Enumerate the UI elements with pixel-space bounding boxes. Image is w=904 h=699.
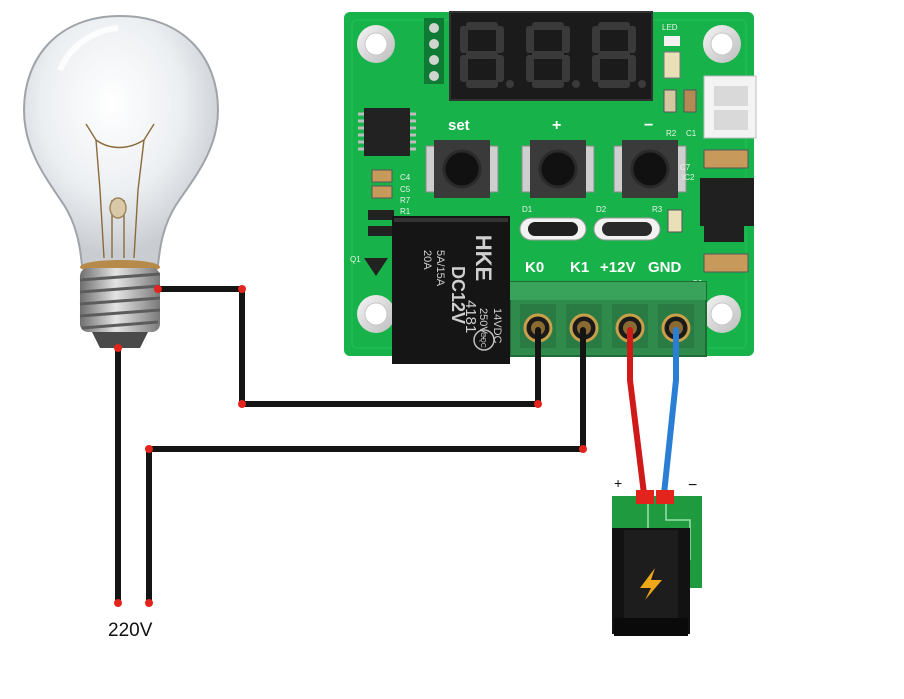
wire-nodes bbox=[114, 285, 587, 607]
terminal-label-k1: K1 bbox=[570, 259, 589, 276]
relay-cert-mark bbox=[473, 329, 495, 351]
component-label: C5 bbox=[400, 185, 411, 194]
set-button-label: set bbox=[448, 117, 470, 134]
plus-button[interactable]: + bbox=[521, 117, 595, 198]
terminal-block bbox=[509, 281, 707, 357]
diode-d2 bbox=[593, 217, 661, 241]
display-digit bbox=[460, 22, 514, 88]
jack-pad-negative bbox=[656, 490, 674, 504]
mounting-hole-bl bbox=[357, 295, 395, 333]
wire-k1-to-mains bbox=[146, 327, 586, 606]
sensor-connector bbox=[703, 75, 757, 139]
minus-button-label: − bbox=[644, 117, 653, 134]
diode-d1 bbox=[519, 217, 587, 241]
lightning-icon bbox=[640, 568, 662, 600]
wires bbox=[115, 286, 679, 606]
power-jack: + − bbox=[612, 475, 702, 636]
relay-spec: 14VDC bbox=[491, 308, 503, 344]
mounting-hole-tl bbox=[357, 25, 395, 63]
component-label: R3 bbox=[652, 205, 663, 214]
pin-header bbox=[424, 18, 444, 84]
mounting-hole-tr bbox=[703, 25, 741, 63]
relay-spec: 250V~ bbox=[477, 308, 489, 340]
bulb-glass bbox=[22, 14, 220, 267]
wire-positive bbox=[627, 327, 647, 497]
relay-spec: 20A bbox=[421, 250, 433, 270]
smd-resistor bbox=[663, 51, 681, 79]
smd-components bbox=[364, 89, 754, 276]
minus-button[interactable]: − bbox=[613, 117, 687, 198]
display-digit bbox=[592, 22, 646, 88]
seven-segment-display bbox=[449, 11, 653, 101]
component-label: D2 bbox=[596, 205, 607, 214]
light-bulb bbox=[22, 14, 220, 348]
wire-negative bbox=[661, 327, 679, 497]
component-label: D1 bbox=[522, 205, 533, 214]
set-button[interactable]: set bbox=[425, 117, 499, 198]
relay-spec: 5A/15A bbox=[434, 250, 446, 287]
jack-plus-label: + bbox=[614, 475, 622, 491]
jack-minus-label: − bbox=[688, 477, 697, 494]
component-label: R7 bbox=[400, 196, 411, 205]
component-label: IC2 bbox=[682, 173, 695, 182]
relay-spec: DC12V bbox=[448, 266, 468, 324]
relay-spec: 4181 bbox=[462, 300, 479, 333]
component-label: C1 bbox=[686, 129, 697, 138]
terminal-label-k0: K0 bbox=[525, 259, 544, 276]
bulb-screw-base bbox=[79, 268, 161, 348]
ic-chip bbox=[358, 108, 416, 156]
plus-button-label: + bbox=[552, 117, 561, 134]
component-label: Q1 bbox=[350, 255, 361, 264]
component-label: R1 bbox=[400, 207, 411, 216]
terminal-label-12v: +12V bbox=[600, 259, 635, 276]
led bbox=[664, 36, 680, 46]
mounting-hole-br bbox=[703, 295, 741, 333]
led-label: LED bbox=[662, 23, 678, 32]
mains-voltage-label: 220V bbox=[108, 620, 153, 641]
component-label: C4 bbox=[400, 173, 411, 182]
relay-mark: CQC bbox=[479, 332, 486, 348]
jack-pad-positive bbox=[636, 490, 654, 504]
terminal-label-gnd: GND bbox=[648, 259, 682, 276]
component-label: R2 bbox=[666, 129, 677, 138]
display-digit bbox=[526, 22, 580, 88]
component-label: C7 bbox=[680, 163, 691, 172]
relay-brand: HKE bbox=[471, 235, 496, 281]
bulb-filament bbox=[85, 123, 155, 259]
terminal-screw[interactable] bbox=[520, 304, 556, 348]
